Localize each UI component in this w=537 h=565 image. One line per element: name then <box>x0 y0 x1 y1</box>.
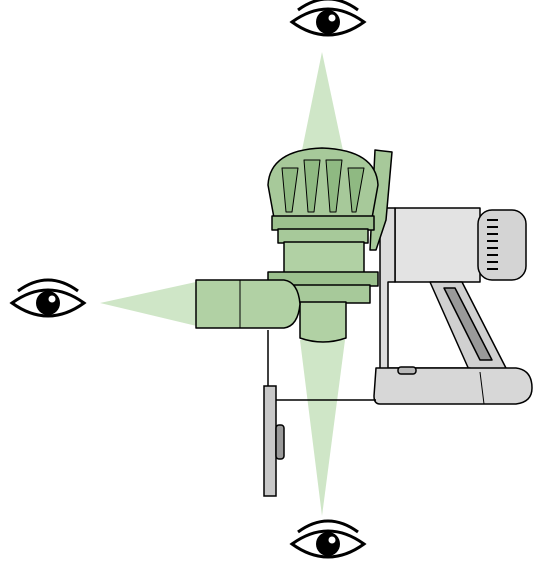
eye-icon <box>292 0 364 35</box>
battery-pack <box>374 368 532 404</box>
cyclone-ring-1 <box>272 216 374 230</box>
inlet-tube <box>196 280 300 328</box>
motor-handle-unit <box>374 208 532 404</box>
motor-end-cap <box>478 210 526 280</box>
eye-icon <box>12 280 84 316</box>
bin-body <box>284 242 364 274</box>
bin-nozzle <box>300 302 346 342</box>
battery-trigger <box>398 367 416 374</box>
sightline-top <box>300 52 345 160</box>
floor-tool-knob <box>276 425 284 459</box>
cyclone-assembly <box>196 148 392 342</box>
motor-housing <box>395 208 480 282</box>
sightline-bottom <box>300 340 345 516</box>
floor-tool-plate <box>264 386 276 496</box>
cyclone-ring-2 <box>278 229 368 243</box>
sightline-left <box>100 280 205 328</box>
eye-icon <box>292 521 364 557</box>
